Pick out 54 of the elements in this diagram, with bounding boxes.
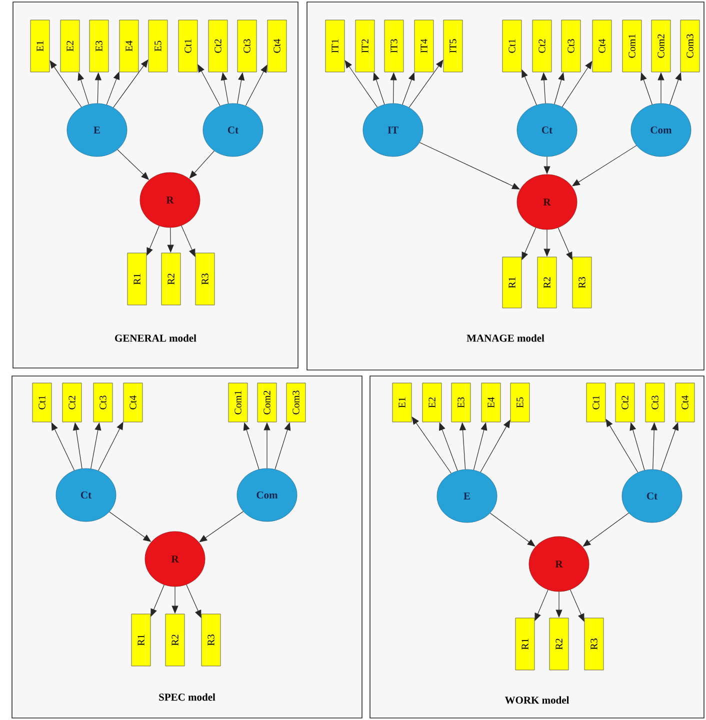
indicator-box: E2	[60, 20, 80, 72]
indicator-box: R2	[537, 256, 557, 308]
indicator-box: R3	[572, 256, 592, 308]
indicator-box: Com2	[651, 20, 671, 72]
indicator-box: IT4	[414, 20, 434, 72]
indicator-box: Ct4	[675, 382, 695, 422]
indicator-box: Ct3	[645, 382, 665, 422]
indicator-box: IT2	[355, 20, 375, 72]
arrow	[582, 512, 630, 547]
indicator-box: IT5	[443, 20, 463, 72]
indicator-box: Com1	[622, 20, 642, 72]
indicator-box: R2	[549, 618, 569, 670]
indicator-box: R1	[127, 252, 147, 306]
indicator-box: IT3	[384, 20, 404, 72]
indicator-box: R3	[201, 614, 221, 666]
indicator-box: Ct1	[32, 382, 52, 422]
indicator-box: Com3	[680, 20, 700, 72]
indicator-box: R1	[515, 618, 535, 670]
indicator-box: Com2	[257, 382, 277, 422]
indicator-box: Ct4	[592, 20, 612, 72]
indicator-box: E1	[30, 20, 50, 72]
indicator-box: Ct2	[208, 20, 228, 72]
arrow	[408, 60, 444, 108]
indicator-box: Ct2	[62, 382, 82, 422]
arrow	[344, 60, 378, 108]
arrow	[245, 64, 268, 106]
indicator-box: Com3	[286, 382, 306, 422]
indicator-box: Ct2	[615, 382, 635, 422]
indicator-box: Ct2	[532, 20, 552, 72]
indicator-box: E3	[89, 20, 109, 72]
indicator-box: R3	[584, 618, 604, 670]
indicator-box: Ct1	[178, 20, 198, 72]
indicator-box: E5	[510, 382, 530, 422]
indicator-box: R1	[502, 256, 522, 308]
indicator-box: Ct4	[123, 382, 143, 422]
indicator-box: Ct3	[237, 20, 257, 72]
indicator-box: Ct1	[502, 20, 522, 72]
indicator-box: E3	[451, 382, 471, 422]
indicator-box: Com1	[228, 382, 248, 422]
indicator-box: IT1	[325, 20, 345, 72]
indicator-box: R2	[161, 252, 181, 306]
indicator-box: E4	[481, 382, 501, 422]
indicator-box: R3	[195, 252, 215, 306]
indicator-box: Ct3	[93, 382, 113, 422]
indicator-box: Ct3	[561, 20, 581, 72]
indicator-box: Ct1	[586, 382, 606, 422]
indicator-box: E1	[392, 382, 412, 422]
indicator-box: R1	[131, 614, 151, 666]
indicator-box: E4	[119, 20, 139, 72]
indicator-box: R2	[165, 614, 185, 666]
arrow	[199, 511, 244, 542]
indicator-box: E2	[422, 382, 442, 422]
indicator-box: E5	[148, 20, 168, 72]
indicator-box: Ct4	[267, 20, 287, 72]
